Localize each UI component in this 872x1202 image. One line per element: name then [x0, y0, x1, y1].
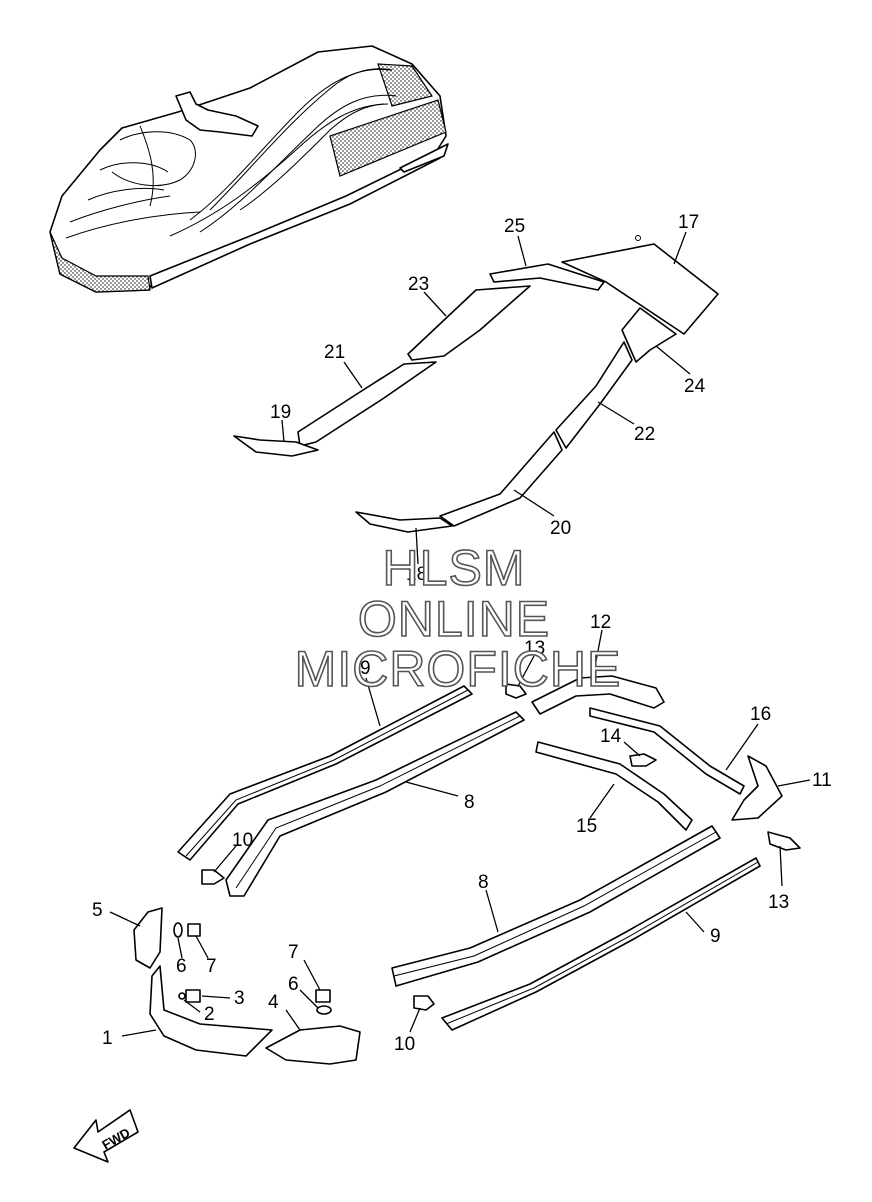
rail-9-lower[interactable] [441, 857, 761, 1031]
callout-13-lower: 13 [768, 892, 789, 913]
callout-3: 3 [234, 988, 245, 1009]
bumper-1[interactable] [149, 965, 273, 1057]
mat-19[interactable] [233, 435, 319, 457]
mat-18[interactable] [355, 511, 453, 533]
mat-23[interactable] [407, 285, 531, 361]
rail-12[interactable] [531, 675, 665, 715]
watermark-line-2: ONLINE [358, 591, 550, 647]
fwd-arrow-icon: FWD [73, 1109, 139, 1163]
bolt-10-upper[interactable] [201, 869, 225, 885]
rail-9-upper[interactable] [177, 685, 473, 861]
callout-23: 23 [408, 274, 429, 295]
nut-3[interactable] [185, 989, 201, 1003]
mat-24[interactable] [621, 307, 677, 363]
rail-15[interactable] [535, 741, 693, 831]
callout-11: 11 [812, 770, 832, 791]
callout-15: 15 [576, 816, 597, 837]
mat-21[interactable] [297, 361, 437, 447]
callout-4: 4 [268, 992, 279, 1013]
callout-8-upper: 8 [464, 792, 475, 813]
callout-7-upper: 7 [206, 956, 217, 977]
callout-5: 5 [92, 900, 103, 921]
washer-6[interactable] [316, 1005, 332, 1015]
callout-10-upper: 10 [232, 830, 253, 851]
rail-16[interactable] [589, 707, 745, 795]
hardware-group [173, 683, 801, 1015]
callout-20: 20 [550, 518, 571, 539]
watermark-line-1: HLSM [383, 540, 526, 596]
callout-22: 22 [634, 424, 655, 445]
callout-1: 1 [102, 1028, 113, 1049]
callout-6-upper: 6 [176, 956, 187, 977]
callout-25: 25 [504, 216, 525, 237]
rail-8-upper[interactable] [225, 711, 525, 897]
callout-9-lower: 9 [710, 926, 721, 947]
callout-18: 18 [406, 564, 427, 585]
rail-8-lower[interactable] [391, 825, 721, 987]
callout-19: 19 [270, 402, 291, 423]
bracket-5[interactable] [133, 907, 163, 969]
nut-7-upper[interactable] [187, 923, 201, 937]
bumper-parts-group [133, 907, 361, 1065]
mat-25[interactable] [489, 263, 605, 291]
callout-7-lower: 7 [288, 942, 299, 963]
callout-2: 2 [204, 1004, 215, 1025]
watermark: HLSM ONLINE MICROFICHE [294, 539, 622, 698]
rivet-14[interactable] [629, 753, 657, 767]
watermark-line-3: MICROFICHE [295, 641, 622, 697]
callout-9-upper: 9 [360, 658, 371, 679]
callout-21: 21 [324, 342, 345, 363]
bracket-11[interactable] [731, 755, 783, 821]
bolt-10-lower[interactable] [413, 995, 435, 1011]
callout-6-lower: 6 [288, 974, 299, 995]
callout-10-lower: 10 [394, 1034, 415, 1055]
watercraft-overview-illustration [49, 45, 449, 293]
rails-group [177, 675, 783, 1031]
mat-17[interactable] [561, 243, 719, 335]
callout-12: 12 [590, 612, 611, 633]
leader-lines [109, 231, 811, 1037]
callout-13-upper: 13 [524, 638, 545, 659]
nut-7[interactable] [315, 989, 331, 1003]
callout-17: 17 [678, 212, 699, 233]
washer-6-upper[interactable] [173, 922, 183, 938]
deck-mats-group [233, 235, 719, 533]
washer-2[interactable] [178, 992, 186, 1000]
callout-16: 16 [750, 704, 771, 725]
callout-labels: 17 25 23 21 19 24 22 20 18 12 13 9 16 14… [92, 212, 832, 1055]
callout-8-lower: 8 [478, 872, 489, 893]
rivet-13-lower[interactable] [767, 831, 801, 851]
callout-24: 24 [684, 376, 706, 397]
mat-22[interactable] [555, 341, 633, 449]
cover-4[interactable] [265, 1025, 361, 1065]
mat-20[interactable] [439, 431, 563, 527]
callout-14: 14 [600, 726, 622, 747]
